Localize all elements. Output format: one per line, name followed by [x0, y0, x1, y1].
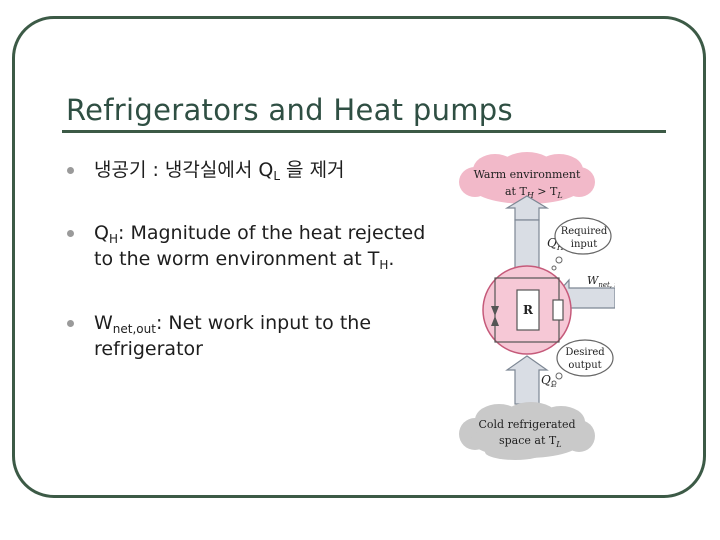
required-line2: input — [571, 239, 598, 250]
title-underline — [62, 130, 666, 133]
cold-line2: space at TL — [499, 434, 562, 449]
bullet-3-text: Wnet,out: Net work input to the refriger… — [94, 312, 372, 360]
warm-env-line1: Warm environment — [474, 168, 581, 181]
bullet-dot — [67, 167, 74, 174]
desired-output-cloud: Desired output — [551, 339, 614, 386]
required-line1: Required — [561, 226, 608, 237]
compressor-icon — [552, 299, 564, 321]
cold-line1: Cold refrigerated — [478, 418, 575, 431]
qh-arrow-head — [504, 195, 550, 221]
slide-title: Refrigerators and Heat pumps — [66, 93, 513, 127]
qh-label: QH — [547, 236, 565, 252]
bullet-2-text: QH: Magnitude of the heat rejected to th… — [94, 222, 426, 272]
ql-arrow — [505, 355, 549, 405]
desired-line2: output — [568, 360, 601, 371]
cold-space-cloud: Cold refrigerated space at TL — [459, 402, 595, 460]
bullet-1-text: 냉공기 : 냉각실에서 QL 을 제거 — [94, 159, 345, 183]
slide-frame — [12, 16, 706, 498]
bullet-dot — [67, 320, 74, 327]
refrigerator-diagram: Warm environment at TH > TL QH Required … — [459, 152, 615, 460]
warm-env-line2: at TH > TL — [505, 185, 563, 200]
w-net-in-label: Wnet, in — [587, 274, 615, 289]
desired-line1: Desired — [565, 347, 605, 358]
required-input-cloud: Required input — [551, 217, 612, 271]
expansion-valve-icon — [491, 306, 499, 316]
refrigerator-circle: R — [482, 265, 572, 355]
warm-environment-cloud: Warm environment at TH > TL — [459, 152, 595, 204]
bullet-dot — [67, 230, 74, 237]
r-label: R — [523, 303, 534, 317]
